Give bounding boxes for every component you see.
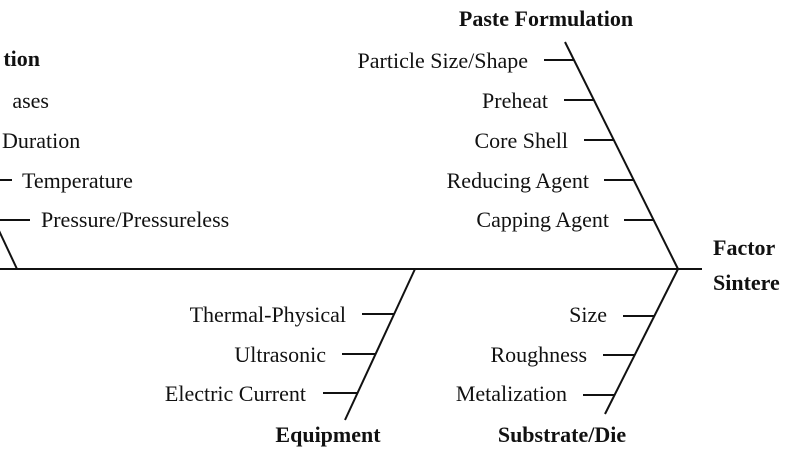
cause-label: Reducing Agent	[447, 168, 589, 193]
cause-label: Size	[569, 302, 607, 327]
cause-label: Particle Size/Shape	[358, 48, 528, 73]
cause-label: Ultrasonic	[234, 342, 326, 367]
cause-label: Capping Agent	[476, 207, 609, 232]
category-title-substrate-die: Substrate/Die	[498, 422, 627, 447]
category-title-sintering-condition: tion	[3, 46, 40, 71]
category-title-paste-formulation: Paste Formulation	[459, 6, 633, 31]
cause-label: Roughness	[490, 342, 587, 367]
cause-label: Duration	[2, 128, 80, 153]
cause-label: Pressure/Pressureless	[41, 207, 229, 232]
cause-label: Temperature	[22, 168, 133, 193]
cause-label: Thermal-Physical	[190, 302, 346, 327]
cause-label: Electric Current	[165, 381, 306, 406]
cause-label: ases	[12, 88, 49, 113]
bone-paste-formulation	[564, 41, 679, 270]
cause-label: Preheat	[482, 88, 548, 113]
effect-label-line2: Sintere	[713, 270, 780, 295]
category-title-equipment: Equipment	[275, 422, 381, 447]
effect-label-line1: Factor	[713, 235, 776, 260]
bone-substrate-die	[604, 268, 679, 415]
cause-label: Metalization	[456, 381, 567, 406]
bone-equipment	[344, 268, 416, 421]
cause-label: Core Shell	[475, 128, 569, 153]
